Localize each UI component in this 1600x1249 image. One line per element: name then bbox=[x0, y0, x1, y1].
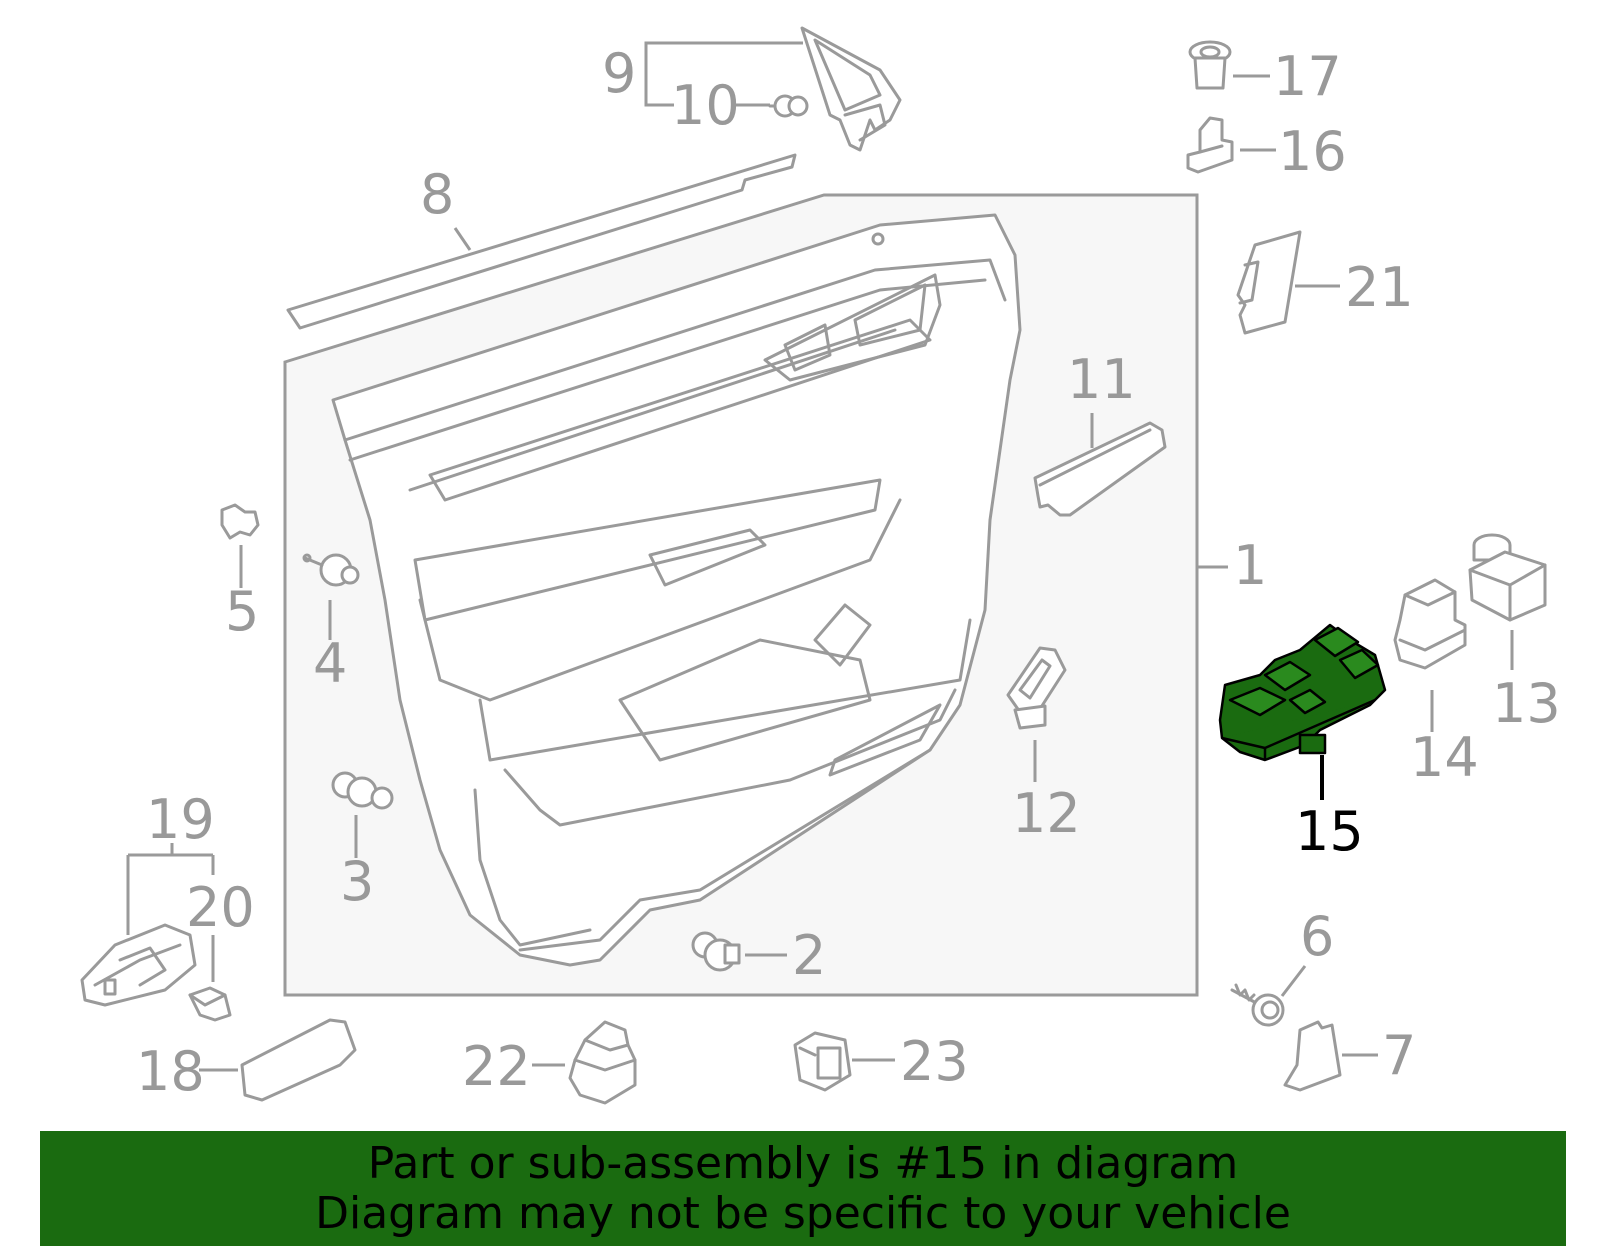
grommet-part-17 bbox=[1188, 40, 1232, 90]
callout-5: 5 bbox=[225, 580, 259, 643]
callout-4: 4 bbox=[313, 632, 347, 695]
callout-15: 15 bbox=[1295, 800, 1364, 863]
switch-part-14 bbox=[1393, 578, 1467, 670]
callout-20: 20 bbox=[186, 876, 255, 939]
callout-17: 17 bbox=[1273, 45, 1342, 108]
clip-part-10 bbox=[768, 94, 809, 118]
callout-16: 16 bbox=[1278, 120, 1347, 183]
callout-9: 9 bbox=[602, 42, 636, 105]
window-switch-part-15 bbox=[1218, 623, 1387, 762]
banner-part-line: Part or sub-assembly is #15 in diagram bbox=[367, 1137, 1239, 1189]
callout-2: 2 bbox=[792, 924, 826, 987]
callout-23: 23 bbox=[900, 1030, 969, 1093]
switch-part-12 bbox=[1006, 646, 1067, 730]
screw-part-6 bbox=[1230, 983, 1285, 1027]
callout-3: 3 bbox=[340, 850, 374, 913]
switch-part-23 bbox=[793, 1031, 852, 1092]
trim-part-11 bbox=[1033, 421, 1167, 517]
pad-part-18 bbox=[240, 1018, 357, 1102]
callout-6: 6 bbox=[1300, 905, 1334, 968]
callout-labels: 1 2 3 4 5 6 7 8 9 10 11 12 13 14 15 16 1… bbox=[136, 42, 1561, 1103]
callout-22: 22 bbox=[462, 1035, 531, 1098]
banner-disclaimer-line: Diagram may not be specific to your vehi… bbox=[315, 1187, 1291, 1239]
clip-part-5 bbox=[220, 503, 260, 540]
callout-8: 8 bbox=[420, 163, 454, 226]
callout-13: 13 bbox=[1492, 672, 1561, 735]
callout-7: 7 bbox=[1382, 1024, 1416, 1087]
screw-part-20 bbox=[188, 986, 232, 1022]
callout-11: 11 bbox=[1067, 348, 1136, 411]
fastener-part-4 bbox=[302, 553, 360, 587]
fastener-part-2 bbox=[691, 931, 741, 972]
callout-12: 12 bbox=[1012, 782, 1081, 845]
switch-part-22 bbox=[568, 1020, 637, 1105]
leader-lines bbox=[126, 41, 1514, 1072]
info-banner: Part or sub-assembly is #15 in diagram D… bbox=[40, 1131, 1566, 1246]
callout-10: 10 bbox=[671, 74, 740, 137]
door-trim-panel bbox=[331, 213, 1022, 967]
callout-21: 21 bbox=[1345, 256, 1414, 319]
connector-part-16 bbox=[1186, 116, 1234, 174]
callout-14: 14 bbox=[1410, 726, 1479, 789]
fastener-part-3 bbox=[331, 771, 394, 810]
clip-part-7 bbox=[1283, 1020, 1342, 1092]
weatherstrip-part-8 bbox=[286, 153, 797, 330]
mirror-switch-part-13 bbox=[1468, 533, 1547, 622]
callout-1: 1 bbox=[1233, 534, 1267, 597]
panel-part-21 bbox=[1236, 230, 1302, 335]
callout-19: 19 bbox=[146, 788, 215, 851]
callout-18: 18 bbox=[136, 1040, 205, 1103]
mirror-cover-part-9 bbox=[800, 26, 902, 152]
handle-part-19 bbox=[80, 923, 197, 1007]
